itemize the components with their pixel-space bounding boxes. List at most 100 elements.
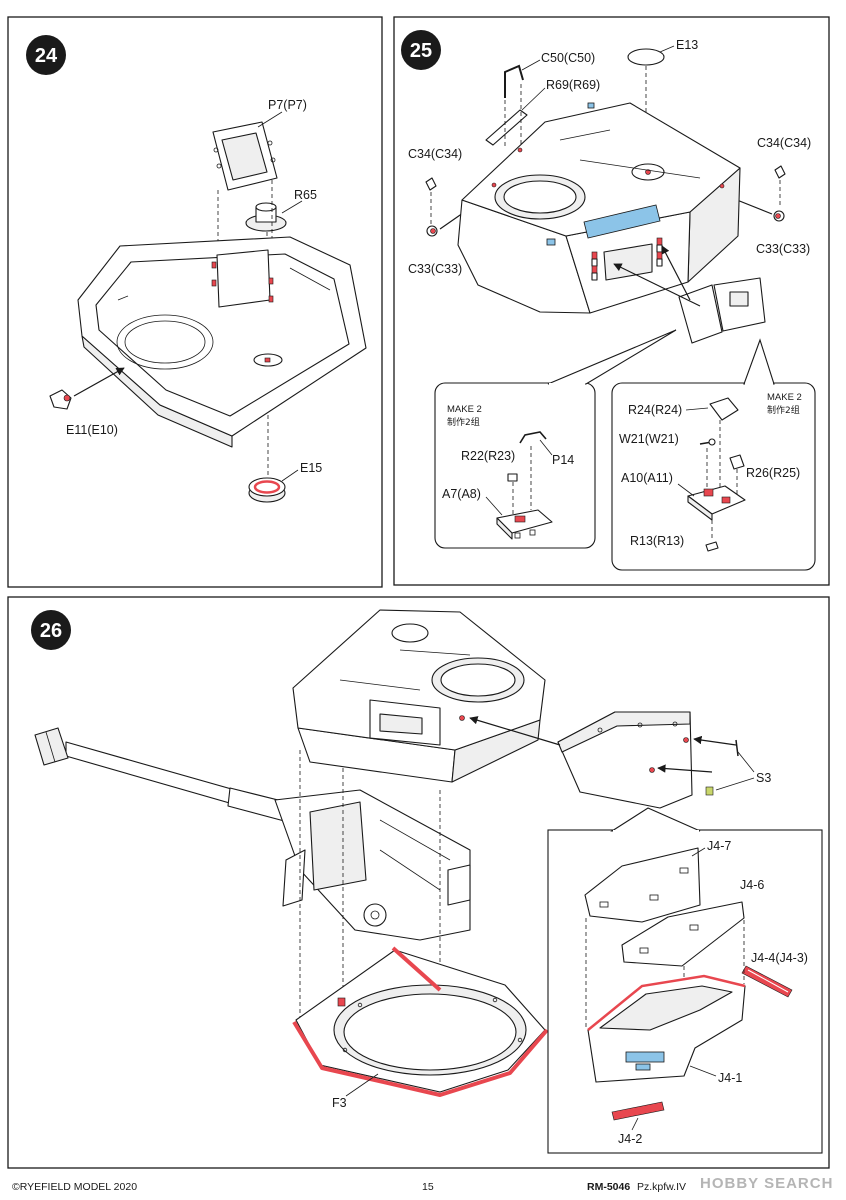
- label-e13: E13: [676, 38, 698, 52]
- glue-marker: [517, 147, 523, 153]
- a7-leader: [485, 496, 503, 516]
- part-r24: [709, 397, 739, 421]
- s3-arrow: [657, 764, 713, 773]
- a10-marker: [721, 496, 731, 504]
- part-e11-bracket: [49, 389, 72, 410]
- label-w21: W21(W21): [619, 432, 679, 446]
- part-p14-bracket: [519, 431, 547, 444]
- s3-arrow: [693, 735, 737, 746]
- j4-1-blue-bits: [635, 1063, 651, 1071]
- f3-bolt: [517, 1037, 523, 1043]
- label-r22: R22(R23): [461, 449, 515, 463]
- part-w21-pin: [699, 438, 716, 446]
- glue-marker: [264, 357, 271, 363]
- glue-marker: [719, 183, 725, 189]
- blue-mantlet-bar: [583, 204, 661, 239]
- part-c33-right: [773, 210, 785, 222]
- part-s3-pin: [735, 739, 739, 757]
- glue-marker: [211, 279, 217, 287]
- part-e13-disc: [627, 48, 665, 66]
- a7-tab: [529, 529, 536, 536]
- part-j4-6-panel: [621, 901, 745, 967]
- part-r69-rail: [485, 109, 528, 146]
- stowage-bin-assembly: [557, 711, 693, 809]
- part-c33-left: [426, 225, 438, 237]
- glue-marker: [649, 767, 655, 773]
- roof-detail: [559, 129, 611, 141]
- stripe-marker: [591, 265, 598, 274]
- part-s3-pin: [705, 786, 714, 796]
- basket-ring: [116, 314, 214, 370]
- glue-marker: [268, 277, 274, 285]
- part-j4-2-strip: [611, 1101, 665, 1121]
- basket-hatch-opening: [216, 249, 271, 308]
- inset-pointer: [610, 807, 701, 832]
- f3-red-edge: [391, 946, 442, 992]
- main-gun: [34, 727, 471, 941]
- step-24-number: 24: [35, 45, 58, 67]
- label-c34-left: C34(C34): [408, 147, 462, 161]
- step-26-frame: [7, 596, 830, 1169]
- j4-7-tab: [599, 901, 609, 908]
- label-f3: F3: [332, 1096, 347, 1110]
- glue-marker: [211, 261, 217, 269]
- breech-detail: [379, 819, 451, 861]
- roof-detail: [339, 679, 421, 691]
- part-r65-periscope: [245, 202, 287, 232]
- turret-basket: [77, 236, 367, 448]
- j4-1-red-edge: [587, 974, 746, 1031]
- roof-detail: [399, 649, 471, 656]
- w21-head: [708, 438, 716, 446]
- callout-right-make-cn: 制作2组: [767, 404, 800, 416]
- callout-right-make: MAKE 2: [767, 392, 802, 403]
- label-c50: C50(C50): [541, 51, 595, 65]
- part-c34-right: [774, 165, 786, 179]
- roof-detail: [579, 159, 701, 179]
- p7-inner: [221, 132, 268, 181]
- step-24: 24 P7(P7) R65: [26, 35, 367, 503]
- label-e15: E15: [300, 461, 322, 475]
- cupola-opening-inner: [503, 180, 577, 214]
- p7-bolt: [270, 157, 276, 163]
- r24-leader: [685, 407, 709, 411]
- part-c50-rod: [504, 64, 524, 98]
- label-j4-7: J4-7: [707, 839, 731, 853]
- roof-hatch: [391, 623, 429, 643]
- step-24-badge: [26, 35, 66, 75]
- label-p14: P14: [552, 453, 574, 467]
- turret-upper: [292, 609, 546, 783]
- label-r26: R26(R25): [746, 466, 800, 480]
- f3-bolt: [492, 997, 498, 1003]
- muzzle-brake: [34, 727, 69, 766]
- f3-ring-inner: [343, 993, 517, 1071]
- part-a10-block: [687, 485, 746, 521]
- callout-left-box: [434, 382, 596, 549]
- part-p7-frame: [212, 121, 278, 191]
- hatch-handle: [729, 291, 749, 307]
- turret-shell: [457, 102, 741, 314]
- step-25-badge: [401, 30, 441, 70]
- s3-leader: [737, 751, 755, 773]
- label-r13: R13(R13): [630, 534, 684, 548]
- label-r65: R65: [294, 188, 317, 202]
- bin-body: [557, 711, 693, 809]
- label-e11: E11(E10): [66, 423, 118, 437]
- model-name: Pz.kpfw.IV: [637, 1181, 686, 1193]
- elevation-wheel: [363, 903, 387, 927]
- e11-body: [49, 389, 72, 410]
- p7-bolt: [267, 140, 273, 146]
- p14-leader: [539, 439, 553, 456]
- c33-marker: [775, 213, 781, 219]
- muzzle-detail: [45, 731, 56, 763]
- s3-leader: [715, 777, 755, 791]
- j4-1-inner: [599, 985, 733, 1031]
- blue-bit: [587, 102, 595, 109]
- f3-leader: [345, 1073, 379, 1097]
- label-r69: R69(R69): [546, 78, 600, 92]
- c50-leader: [521, 59, 541, 71]
- glue-marker: [268, 295, 274, 303]
- part-r26: [729, 454, 745, 470]
- part-r13: [705, 541, 719, 552]
- hatch-arrow: [613, 263, 701, 307]
